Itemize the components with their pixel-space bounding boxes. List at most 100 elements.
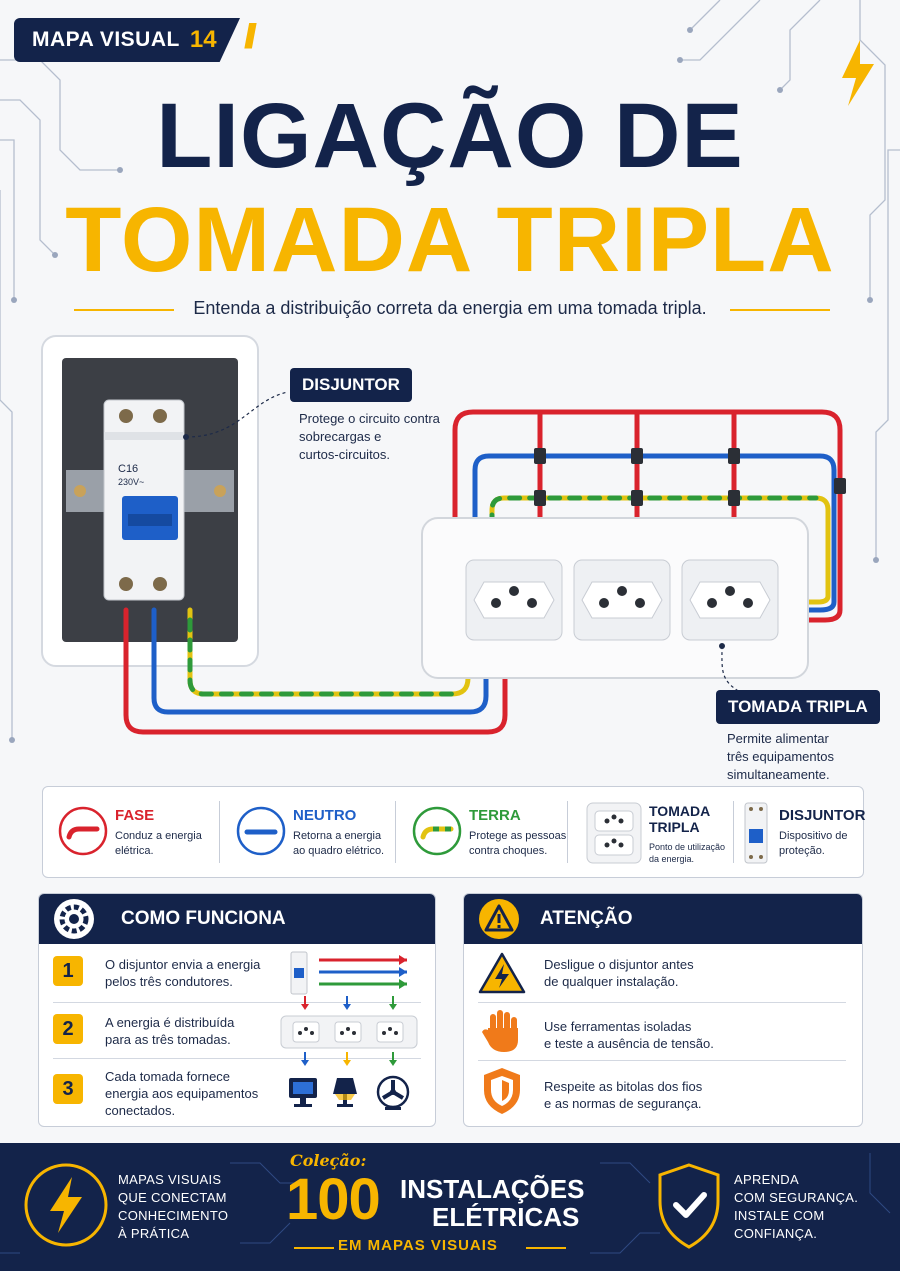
tomada-desc-line: três equipamentos (727, 749, 834, 764)
lightning-icon (842, 40, 874, 106)
legend-desc-line: Dispositivo de (779, 830, 848, 842)
atencao-header: ATENÇÃO (464, 894, 862, 944)
step-text: A energia é distribuída para as três tom… (105, 1014, 234, 1048)
footer: MAPAS VISUAIS QUE CONECTAM CONHECIMENTO … (0, 1143, 900, 1271)
legend-divider (733, 801, 734, 863)
breaker-rating: C16 (118, 463, 138, 475)
step-text-line: para as três tomadas. (105, 1032, 231, 1047)
legend-fase-title: FASE (115, 807, 155, 824)
atencao-text-line: de qualquer instalação. (544, 974, 679, 989)
legend-desc-line: Retorna a energia (293, 830, 382, 842)
disjuntor-desc-line: sobrecargas e (299, 429, 382, 444)
circuit-background (0, 0, 900, 743)
legend-neutro-title: NEUTRO (293, 807, 357, 824)
instalacoes-text: INSTALAÇÕES (400, 1174, 585, 1204)
legend-tomada-title-line: TOMADA (649, 803, 711, 819)
subtitle-line-right (730, 309, 830, 311)
down-arrows-icon (301, 996, 397, 1010)
legend-terra-title: TERRA (469, 807, 521, 824)
step-number: 3 (53, 1074, 83, 1104)
atencao-title: ATENÇÃO (540, 908, 633, 929)
legend-desc-line: elétrica. (115, 845, 154, 857)
em-mapas-text: EM MAPAS VISUAIS (338, 1237, 498, 1254)
legend-tomada-title: TOMADA TRIPLA (649, 803, 710, 835)
step-text: Cada tomada fornece energia aos equipame… (105, 1068, 258, 1119)
footer-right-line: COM SEGURANÇA. (734, 1190, 859, 1205)
breaker-to-wires-icon (290, 951, 407, 995)
triple-outlet (421, 517, 809, 679)
step-text: O disjuntor envia a energia pelos três c… (105, 956, 260, 990)
como-funciona-title: COMO FUNCIONA (121, 908, 286, 929)
monitor-icon (289, 1078, 317, 1107)
neutral-wire-icon (236, 806, 286, 856)
badge-number: 14 (189, 26, 217, 53)
glove-hand-icon (482, 1010, 518, 1052)
legend-bar: FASE Conduz a energia elétrica. NEUTRO R… (42, 786, 866, 878)
disjuntor-desc-line: Protege o circuito contra (299, 411, 440, 426)
como-funciona-panel: COMO FUNCIONA 1 O disjuntor envia a ener… (38, 893, 436, 1127)
tomada-label: TOMADA TRIPLA (716, 690, 880, 724)
atencao-text: Use ferramentas isoladas e teste a ausên… (544, 1018, 714, 1052)
subtitle-line-left (74, 309, 174, 311)
footer-rule-right (526, 1247, 566, 1249)
atencao-text-line: e teste a ausência de tensão. (544, 1036, 714, 1051)
legend-fase-desc: Conduz a energia elétrica. (115, 829, 202, 859)
badge-text: MAPA VISUAL (32, 28, 180, 51)
legend-disjuntor-desc: Dispositivo de proteção. (779, 829, 847, 859)
atencao-text-line: e as normas de segurança. (544, 1096, 702, 1111)
atencao-text-line: Use ferramentas isoladas (544, 1019, 692, 1034)
shield-check-icon (658, 1163, 720, 1249)
legend-desc-line: ao quadro elétrico. (293, 845, 385, 857)
neutral-wire (151, 607, 489, 715)
collection-number: 100 (286, 1167, 381, 1232)
como-funciona-header: COMO FUNCIONA (39, 894, 435, 944)
legend-desc-line: contra choques. (469, 845, 548, 857)
step-text-line: pelos três condutores. (105, 974, 233, 989)
legend-tomada-desc: Ponto de utilização da energia. (649, 841, 725, 865)
disjuntor-desc: Protege o circuito contra sobrecargas e … (299, 410, 440, 464)
legend-divider (219, 801, 220, 863)
legend-disjuntor-title: DISJUNTOR (779, 807, 866, 824)
ground-wire-icon (412, 806, 462, 856)
step-number: 2 (53, 1014, 83, 1044)
footer-right-line: APRENDA (734, 1172, 799, 1187)
step-text-line: O disjuntor envia a energia (105, 957, 261, 972)
legend-divider (567, 801, 568, 863)
footer-right-line: INSTALE COM (734, 1208, 825, 1223)
footer-circuit-decoration (0, 1153, 891, 1254)
legend-tomada-title-line: TRIPLA (649, 819, 700, 835)
step-text-line: A energia é distribuída (105, 1015, 235, 1030)
map-badge: MAPA VISUAL 14 (14, 18, 240, 62)
phase-wire (123, 607, 508, 735)
colecao-label: Coleção: (290, 1151, 367, 1170)
legend-divider (395, 801, 396, 863)
footer-left-line: QUE CONECTAM (118, 1190, 227, 1205)
atencao-text: Desligue o disjuntor antes de qualquer i… (544, 956, 694, 990)
footer-right-text: APRENDA COM SEGURANÇA. INSTALE COM CONFI… (734, 1171, 858, 1243)
footer-right-line: CONFIANÇA. (734, 1226, 818, 1241)
step-text-line: energia aos equipamentos (105, 1086, 259, 1101)
atencao-divider (478, 1002, 846, 1003)
title-line-1: LIGAÇÃO DE (156, 85, 744, 187)
title-line-2: TOMADA TRIPLA (65, 189, 835, 291)
lightning-circle-icon (24, 1163, 108, 1247)
breaker-device (103, 399, 185, 601)
footer-left-text: MAPAS VISUAIS QUE CONECTAM CONHECIMENTO … (118, 1171, 228, 1243)
legend-desc-line: Ponto de utilização (649, 842, 726, 852)
legend-desc-line: da energia. (649, 854, 695, 864)
step-divider (53, 1058, 421, 1059)
legend-neutro-desc: Retorna a energia ao quadro elétrico. (293, 829, 384, 859)
eletricas-text: ELÉTRICAS (432, 1202, 580, 1232)
legend-terra-desc: Protege as pessoas contra choques. (469, 829, 566, 859)
shield-icon (484, 1068, 520, 1114)
atencao-divider (478, 1060, 846, 1061)
outlet-strip-icon (280, 1015, 418, 1049)
breaker-icon (744, 802, 768, 864)
phase-wire-icon (58, 806, 108, 856)
subtitle: Entenda a distribuição correta da energi… (193, 298, 707, 318)
tomada-desc: Permite alimentar três equipamentos simu… (727, 730, 834, 784)
atencao-panel: ATENÇÃO Desligue o disjuntor antes de qu… (463, 893, 863, 1127)
warning-bolt-icon (478, 952, 526, 994)
disjuntor-desc-line: curtos-circuitos. (299, 447, 391, 462)
breaker-voltage: 230V~ (118, 477, 144, 487)
